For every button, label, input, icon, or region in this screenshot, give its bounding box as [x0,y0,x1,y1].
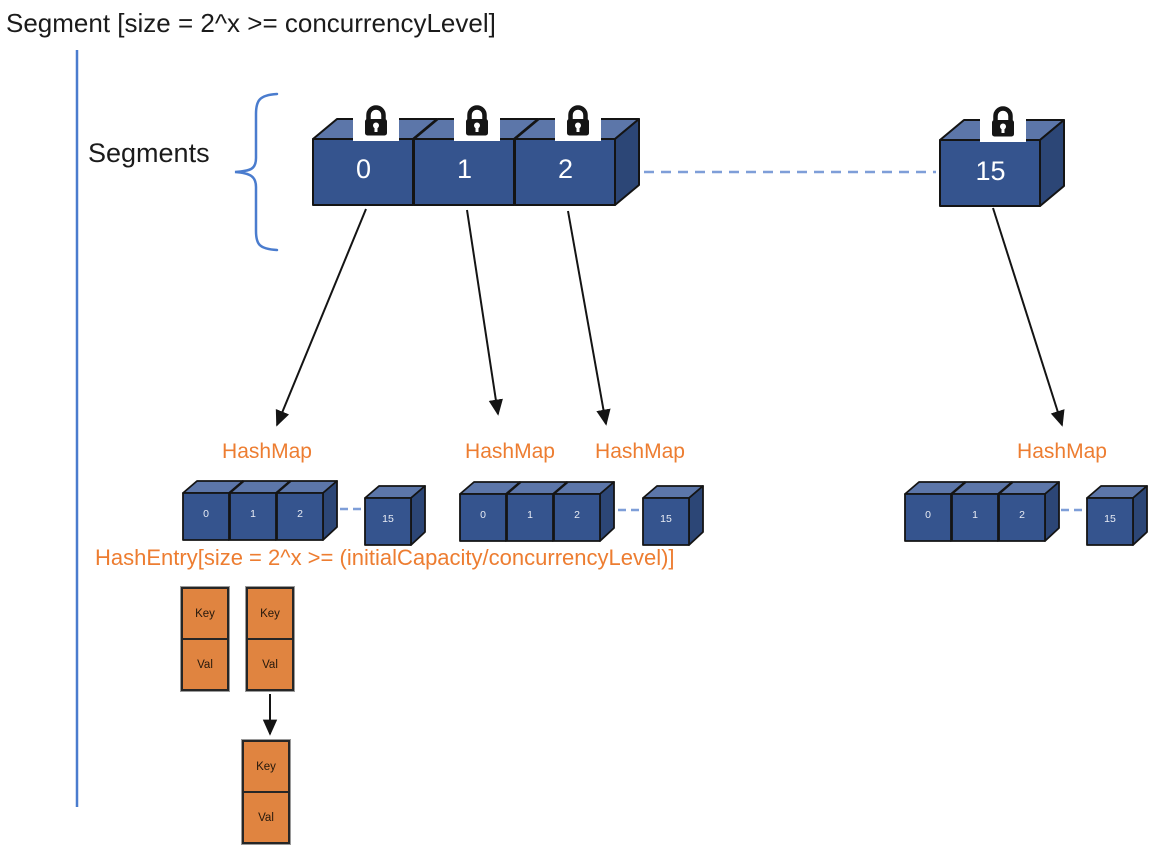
entry-key-cell: Key [260,607,280,620]
bucket-label: 0 [480,509,486,521]
arrow-segment0-to-hashmap [275,208,367,427]
bucket-label: 1 [527,509,533,521]
lock-icon [980,109,1026,143]
hashmap-label: HashMap [595,440,685,463]
lock-icon [353,108,399,142]
bucket-label: 15 [1104,513,1116,525]
arrow-segment2-to-hashmap [567,210,611,426]
hashmap-label: HashMap [465,440,555,463]
segment-box-label: 0 [355,154,372,184]
entry-val-cell: Val [183,638,227,689]
bucket-label: 1 [972,509,978,521]
bucket-label: 15 [382,513,394,525]
hashmap-label: HashMap [1017,440,1107,463]
page-title: Segment [size = 2^x >= concurrencyLevel] [6,8,496,38]
lock-icon [454,108,500,142]
arrow-segment1-to-hashmap [466,209,503,416]
bucket-label: 2 [574,509,580,521]
bucket-label: 0 [203,508,209,520]
entry-key-cell: Key [256,760,276,773]
hashentry-node: Key Val [246,587,294,691]
curly-brace-icon [234,92,279,252]
segment-box-label: 15 [975,156,1006,186]
hashentry-node: Key Val [181,587,229,691]
segment-box-label: 2 [557,154,574,184]
arrow-segment15-to-hashmap [992,207,1065,427]
bucket-label: 1 [250,508,256,520]
hashentry-node: Key Val [242,740,290,844]
bucket-label: 0 [925,509,931,521]
segments-label: Segments [88,138,210,168]
hashmap-label: HashMap [222,440,312,463]
bucket-label: 15 [660,513,672,525]
lock-icon [555,108,601,142]
bucket-label: 2 [1019,509,1025,521]
bucket-label: 2 [297,508,303,520]
segment-box-label: 1 [456,154,473,184]
entry-key-cell: Key [195,607,215,620]
entry-val-cell: Val [248,638,292,689]
entry-val-cell: Val [244,791,288,842]
hashentry-label: HashEntry[size = 2^x >= (initialCapacity… [95,545,675,570]
